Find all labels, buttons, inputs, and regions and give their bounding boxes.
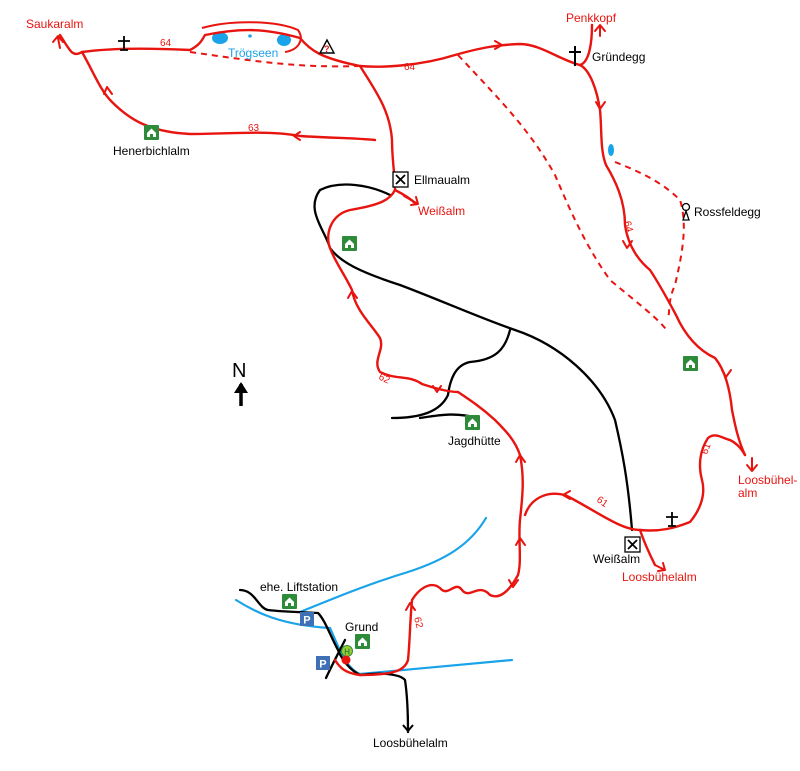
viewpoint-icon (681, 202, 691, 221)
arrow-62-mid (432, 385, 442, 393)
arrow-62-up (347, 290, 358, 299)
label-loosbuehelalm-bottom: Loosbühelalm (373, 736, 448, 750)
trail-63 (80, 50, 377, 142)
hazard-icon-glyph: ? (324, 44, 330, 54)
road-grund (238, 588, 410, 734)
summit-cross-west-icon (118, 36, 130, 51)
direction-arrows (103, 40, 732, 611)
trail-64-east (578, 63, 747, 457)
arrow-62-grund (405, 602, 416, 611)
arrow-ridge-east (494, 40, 503, 50)
exit-weissalm-arrow (403, 195, 419, 206)
arrow-62-jagd (515, 454, 526, 463)
parking-lower-label: P (319, 659, 326, 671)
roads (238, 183, 634, 734)
arrow-west-up (103, 86, 113, 95)
label-saukaralm: Saukaralm (26, 17, 83, 31)
hazard-icon: ? (318, 38, 336, 54)
road-branch (390, 328, 512, 420)
summit-cross-gruendegg-icon (569, 46, 581, 66)
restaurant-ellmaualm-icon (392, 171, 409, 188)
label-gruendegg: Gründegg (592, 50, 645, 64)
arrow-63-west (293, 131, 301, 141)
lake-small (248, 34, 252, 38)
summit-cross-east-icon (666, 512, 678, 527)
trail-61-link (523, 492, 642, 532)
summit-crosses (118, 36, 678, 527)
label-rossfeldegg: Rossfeldegg (694, 205, 761, 219)
trail-number-64-west: 64 (160, 38, 172, 49)
label-weissalm-top: Weißalm (418, 204, 465, 218)
trail-number-62-mid: 62 (377, 372, 392, 387)
arrow-east-down (721, 369, 732, 378)
arrow-62-south (515, 537, 526, 546)
trail-number-61-link: 61 (594, 494, 610, 510)
lake-basin-outline (201, 21, 302, 53)
label-henerbichlalm: Henerbichlalm (113, 144, 190, 158)
restaurant-weissalm-icon (624, 536, 641, 553)
dashed-diagonal (457, 54, 669, 333)
exit-arrows (52, 24, 758, 733)
label-weissalm-bottom: Weißalm (593, 552, 640, 566)
road-main (313, 183, 634, 532)
dashed-rossfeldegg (614, 161, 685, 321)
parking-upper-icon: P (300, 612, 314, 627)
hut-henerbichlalm-icon (144, 125, 159, 140)
label-ellmaualm: Ellmaualm (414, 173, 470, 187)
hut-east-icon (683, 356, 698, 371)
streams (234, 516, 514, 676)
parking-lower-icon: P (316, 656, 330, 671)
label-troegseen: Trögseen (228, 46, 278, 60)
north-arrow-icon: N (232, 360, 248, 406)
trail-62-lower (333, 453, 524, 677)
trail-61-loop (638, 434, 747, 532)
road-grund-west (324, 638, 347, 680)
trail-number-63: 63 (248, 123, 260, 134)
exit-penkkopf-arrow (594, 24, 606, 37)
label-loosbuehelalm-right-2: alm (738, 486, 757, 500)
hut-liftstation-icon (282, 594, 297, 609)
exit-loosbuehel-arrow (746, 457, 758, 472)
hut-weissalm-upper-icon (342, 236, 357, 251)
dashed-trogseen-bypass (189, 51, 361, 68)
exit-loosbuehelalm-black-arrow (402, 716, 414, 733)
bus-stop-icon: H (341, 645, 353, 657)
hut-grund-icon (355, 634, 370, 649)
trail-weissalm-out (638, 528, 657, 567)
label-liftstation: ehe. Liftstation (260, 580, 338, 594)
label-loosbuehelalm-right-1: Loosbühel- (738, 473, 797, 487)
pond (608, 144, 614, 156)
bus-stop-label: H (344, 648, 350, 657)
lake-east (277, 34, 291, 46)
trail-number-62-grund: 62 (411, 616, 425, 630)
label-penkkopf: Penkkopf (566, 11, 617, 25)
start-point-icon (341, 655, 351, 665)
label-jagdhuette: Jagdhütte (448, 434, 501, 448)
label-loosbuehelalm-red: Loosbühelalm (622, 570, 697, 584)
trail-number-64-ridge: 64 (404, 62, 416, 73)
north-label: N (232, 360, 246, 382)
arrow-64-down (622, 240, 633, 249)
arrow-61-west (562, 490, 571, 500)
label-grund: Grund (345, 620, 378, 634)
arrow-62-bend (508, 579, 519, 588)
exit-saukaralm-arrow (52, 35, 64, 49)
parking-upper-label: P (303, 615, 310, 627)
trail-number-61-east: 61 (699, 441, 713, 456)
exit-loosbuehelalm-red-arrow (654, 562, 666, 572)
lake-west (212, 32, 228, 44)
trail-number-64-east: 64 (621, 220, 635, 234)
arrow-gruendegg-down (595, 101, 606, 110)
dashed-trails (189, 51, 685, 333)
trail-64-ridge (58, 23, 594, 68)
stream-upper (298, 516, 488, 614)
trail-62-upper (327, 64, 522, 457)
hut-jagdhuette-icon (465, 415, 480, 430)
troegseen-lakes (201, 21, 302, 53)
